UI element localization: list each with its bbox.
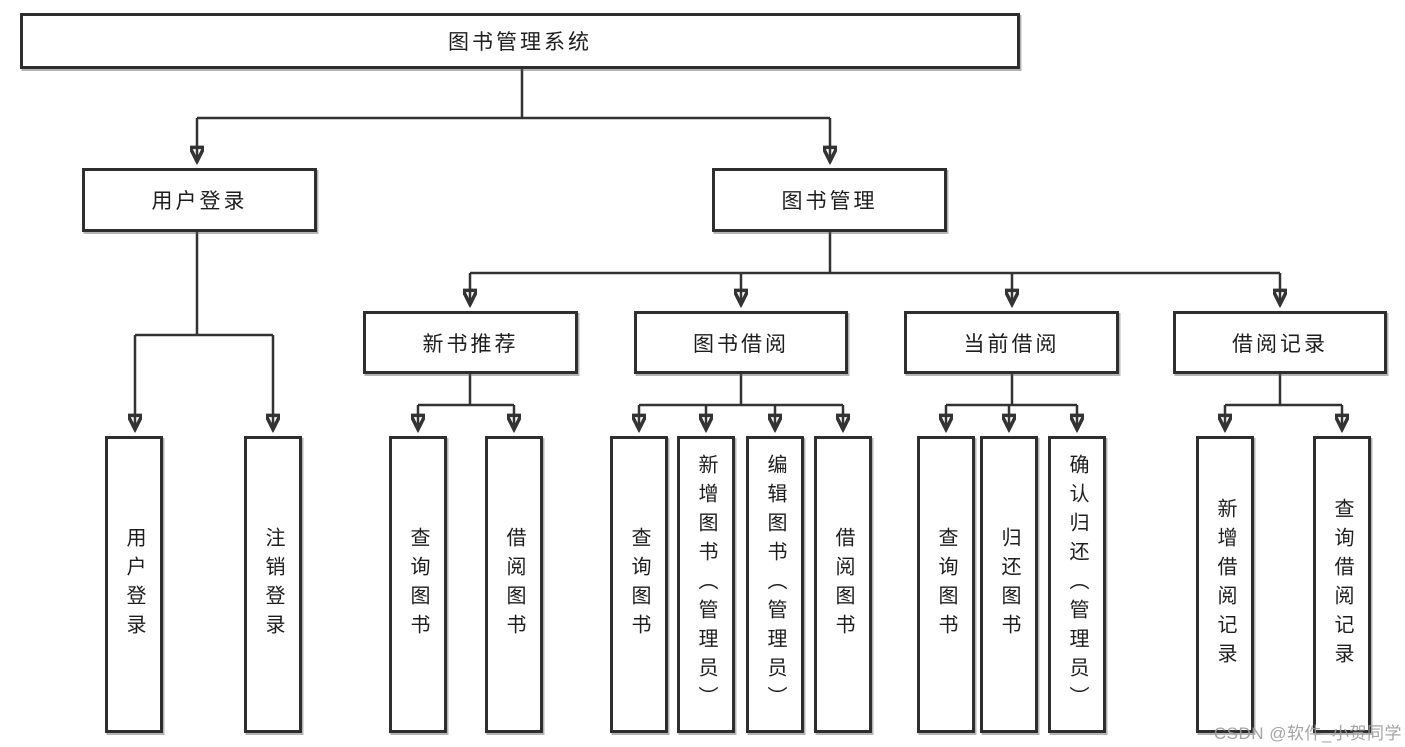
leaf-query-books-current: 查询图书: [917, 436, 975, 733]
node-book-management: 图书管理: [712, 168, 947, 232]
leaf-edit-books-admin: 编辑图书（管理员）: [746, 436, 804, 733]
leaf-logout: 注销登录: [244, 436, 302, 733]
leaf-add-books-admin: 新增图书（管理员）: [677, 436, 735, 733]
leaf-confirm-return-admin: 确认归还（管理员）: [1048, 436, 1106, 733]
node-user-login: 用户登录: [82, 168, 317, 232]
leaf-query-books-recommend: 查询图书: [389, 436, 447, 733]
leaf-borrow-books-recommend: 借阅图书: [485, 436, 543, 733]
leaf-borrow-books: 借阅图书: [814, 436, 872, 733]
leaf-add-borrow-record: 新增借阅记录: [1196, 436, 1254, 733]
node-borrowing-records: 借阅记录: [1173, 311, 1387, 374]
node-current-borrowing: 当前借阅: [904, 311, 1119, 374]
leaf-query-borrow-record: 查询借阅记录: [1313, 436, 1371, 733]
leaf-query-books-borrow: 查询图书: [610, 436, 668, 733]
leaf-user-login: 用户登录: [105, 436, 163, 733]
node-root-system: 图书管理系统: [20, 13, 1020, 69]
node-book-borrowing: 图书借阅: [634, 311, 848, 374]
node-new-book-recommendation: 新书推荐: [363, 311, 578, 374]
leaf-return-books: 归还图书: [980, 436, 1038, 733]
